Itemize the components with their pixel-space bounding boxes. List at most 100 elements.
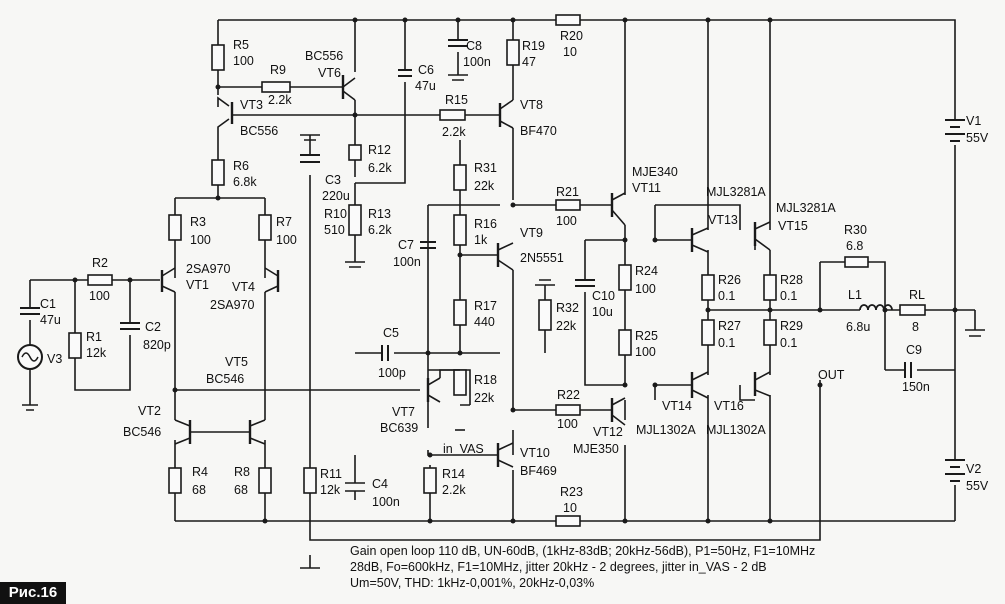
label-VT10-part: BF469 (520, 464, 557, 478)
label-R14-ref: R14 (442, 467, 465, 481)
label-VT4-ref: VT4 (232, 280, 255, 294)
label-V1-ref: V1 (966, 114, 981, 128)
label-R20-val: 10 (563, 45, 577, 59)
label-VT12-ref: VT12 (593, 425, 623, 439)
label-out: OUT (818, 368, 845, 382)
label-VT10-ref: VT10 (520, 446, 550, 460)
label-R22-ref: R22 (557, 388, 580, 402)
label-R29-val: 0.1 (780, 336, 797, 350)
label-V2-ref: V2 (966, 462, 981, 476)
label-R26-ref: R26 (718, 273, 741, 287)
label-C3-val: 220u (322, 189, 350, 203)
label-VT6-ref: VT6 (318, 66, 341, 80)
label-R8-ref: R8 (234, 465, 250, 479)
label-VT2-part: BC546 (123, 425, 161, 439)
label-VT7-ref: VT7 (392, 405, 415, 419)
label-R26-val: 0.1 (718, 289, 735, 303)
label-R22-val: 100 (557, 417, 578, 431)
label-R5-val: 100 (233, 54, 254, 68)
label-R19-val: 47 (522, 55, 536, 69)
label-R7-val: 100 (276, 233, 297, 247)
label-C10-ref: C10 (592, 289, 615, 303)
label-C2-ref: C2 (145, 320, 161, 334)
label-R9-val: 2.2k (268, 93, 292, 107)
label-C2-val: 820p (143, 338, 171, 352)
label-R19-ref: R19 (522, 39, 545, 53)
label-R6-ref: R6 (233, 159, 249, 173)
label-R5-ref: R5 (233, 38, 249, 52)
label-R17-val: 440 (474, 315, 495, 329)
label-C1-ref: C1 (40, 297, 56, 311)
label-R7-ref: R7 (276, 215, 292, 229)
label-R24-ref: R24 (635, 264, 658, 278)
label-L1-val: 6.8u (846, 320, 870, 334)
label-C9-ref: C9 (906, 343, 922, 357)
label-R16-ref: R16 (474, 217, 497, 231)
transistor-legs (161, 77, 771, 468)
label-R31-val: 22k (474, 179, 495, 193)
label-C8-ref: C8 (466, 39, 482, 53)
label-R13-val: 6.2k (368, 223, 392, 237)
label-RL-ref: RL (909, 288, 925, 302)
component-labels: R5 100 R9 2.2k BC556 VT6 C6 47u C8 100n … (40, 29, 989, 515)
label-R10-ref: R10 (324, 207, 347, 221)
figure-label: Рис.16 (0, 582, 66, 604)
voltage-sources (17, 119, 965, 482)
caption-line-1: Gain open loop 110 dB, UN-60dB, (1kHz-83… (350, 544, 816, 558)
label-R12-ref: R12 (368, 143, 391, 157)
label-R9-ref: R9 (270, 63, 286, 77)
label-VT2-ref: VT2 (138, 404, 161, 418)
label-VT15-part: MJL3281A (776, 201, 836, 215)
label-C7-val: 100n (393, 255, 421, 269)
label-R27-val: 0.1 (718, 336, 735, 350)
label-R14-val: 2.2k (442, 483, 466, 497)
label-R3-val: 100 (190, 233, 211, 247)
junction-dots (72, 17, 958, 524)
label-RL-val: 8 (912, 320, 919, 334)
label-VT9-part: 2N5551 (520, 251, 564, 265)
label-R2-ref: R2 (92, 256, 108, 270)
label-R30-val: 6.8 (846, 239, 863, 253)
label-V3-ref: V3 (47, 352, 62, 366)
label-C6-ref: C6 (418, 63, 434, 77)
label-VT3-part: BC556 (240, 124, 278, 138)
label-VT4-part: 2SA970 (210, 298, 255, 312)
label-VT1-part: 2SA970 (186, 262, 231, 276)
label-R29-ref: R29 (780, 319, 803, 333)
label-R28-ref: R28 (780, 273, 803, 287)
label-R32-val: 22k (556, 319, 577, 333)
label-R12-val: 6.2k (368, 161, 392, 175)
inductor-L1 (859, 304, 893, 311)
label-R17-ref: R17 (474, 299, 497, 313)
label-R32-ref: R32 (556, 301, 579, 315)
label-R21-val: 100 (556, 214, 577, 228)
label-R18-ref: R18 (474, 373, 497, 387)
ground-symbols (300, 134, 555, 569)
label-R13-ref: R13 (368, 207, 391, 221)
label-R3-ref: R3 (190, 215, 206, 229)
label-R25-ref: R25 (635, 329, 658, 343)
label-R31-ref: R31 (474, 161, 497, 175)
label-VT16-ref: VT16 (714, 399, 744, 413)
label-VT5-part: BC546 (206, 372, 244, 386)
caption: Gain open loop 110 dB, UN-60dB, (1kHz-83… (350, 543, 815, 591)
label-C5-ref: C5 (383, 326, 399, 340)
label-R11-ref: R11 (320, 467, 342, 481)
label-R15-val: 2.2k (442, 125, 466, 139)
label-VT7-part: BC639 (380, 421, 418, 435)
label-VT12-part: MJE350 (573, 442, 619, 456)
label-R24-val: 100 (635, 282, 656, 296)
label-C6-val: 47u (415, 79, 436, 93)
label-R30-ref: R30 (844, 223, 867, 237)
label-C4-ref: C4 (372, 477, 388, 491)
label-R6-val: 6.8k (233, 175, 257, 189)
caption-line-2: 28dB, Fo=600kHz, F1=10MHz, jitter 20kHz … (350, 560, 767, 574)
label-VT11-ref: VT11 (632, 181, 661, 195)
label-C7-ref: C7 (398, 238, 414, 252)
label-R25-val: 100 (635, 345, 656, 359)
label-R18-val: 22k (474, 391, 495, 405)
label-L1-ref: L1 (848, 288, 862, 302)
label-VT11-part: MJE340 (632, 165, 678, 179)
label-C3-ref: C3 (325, 173, 341, 187)
